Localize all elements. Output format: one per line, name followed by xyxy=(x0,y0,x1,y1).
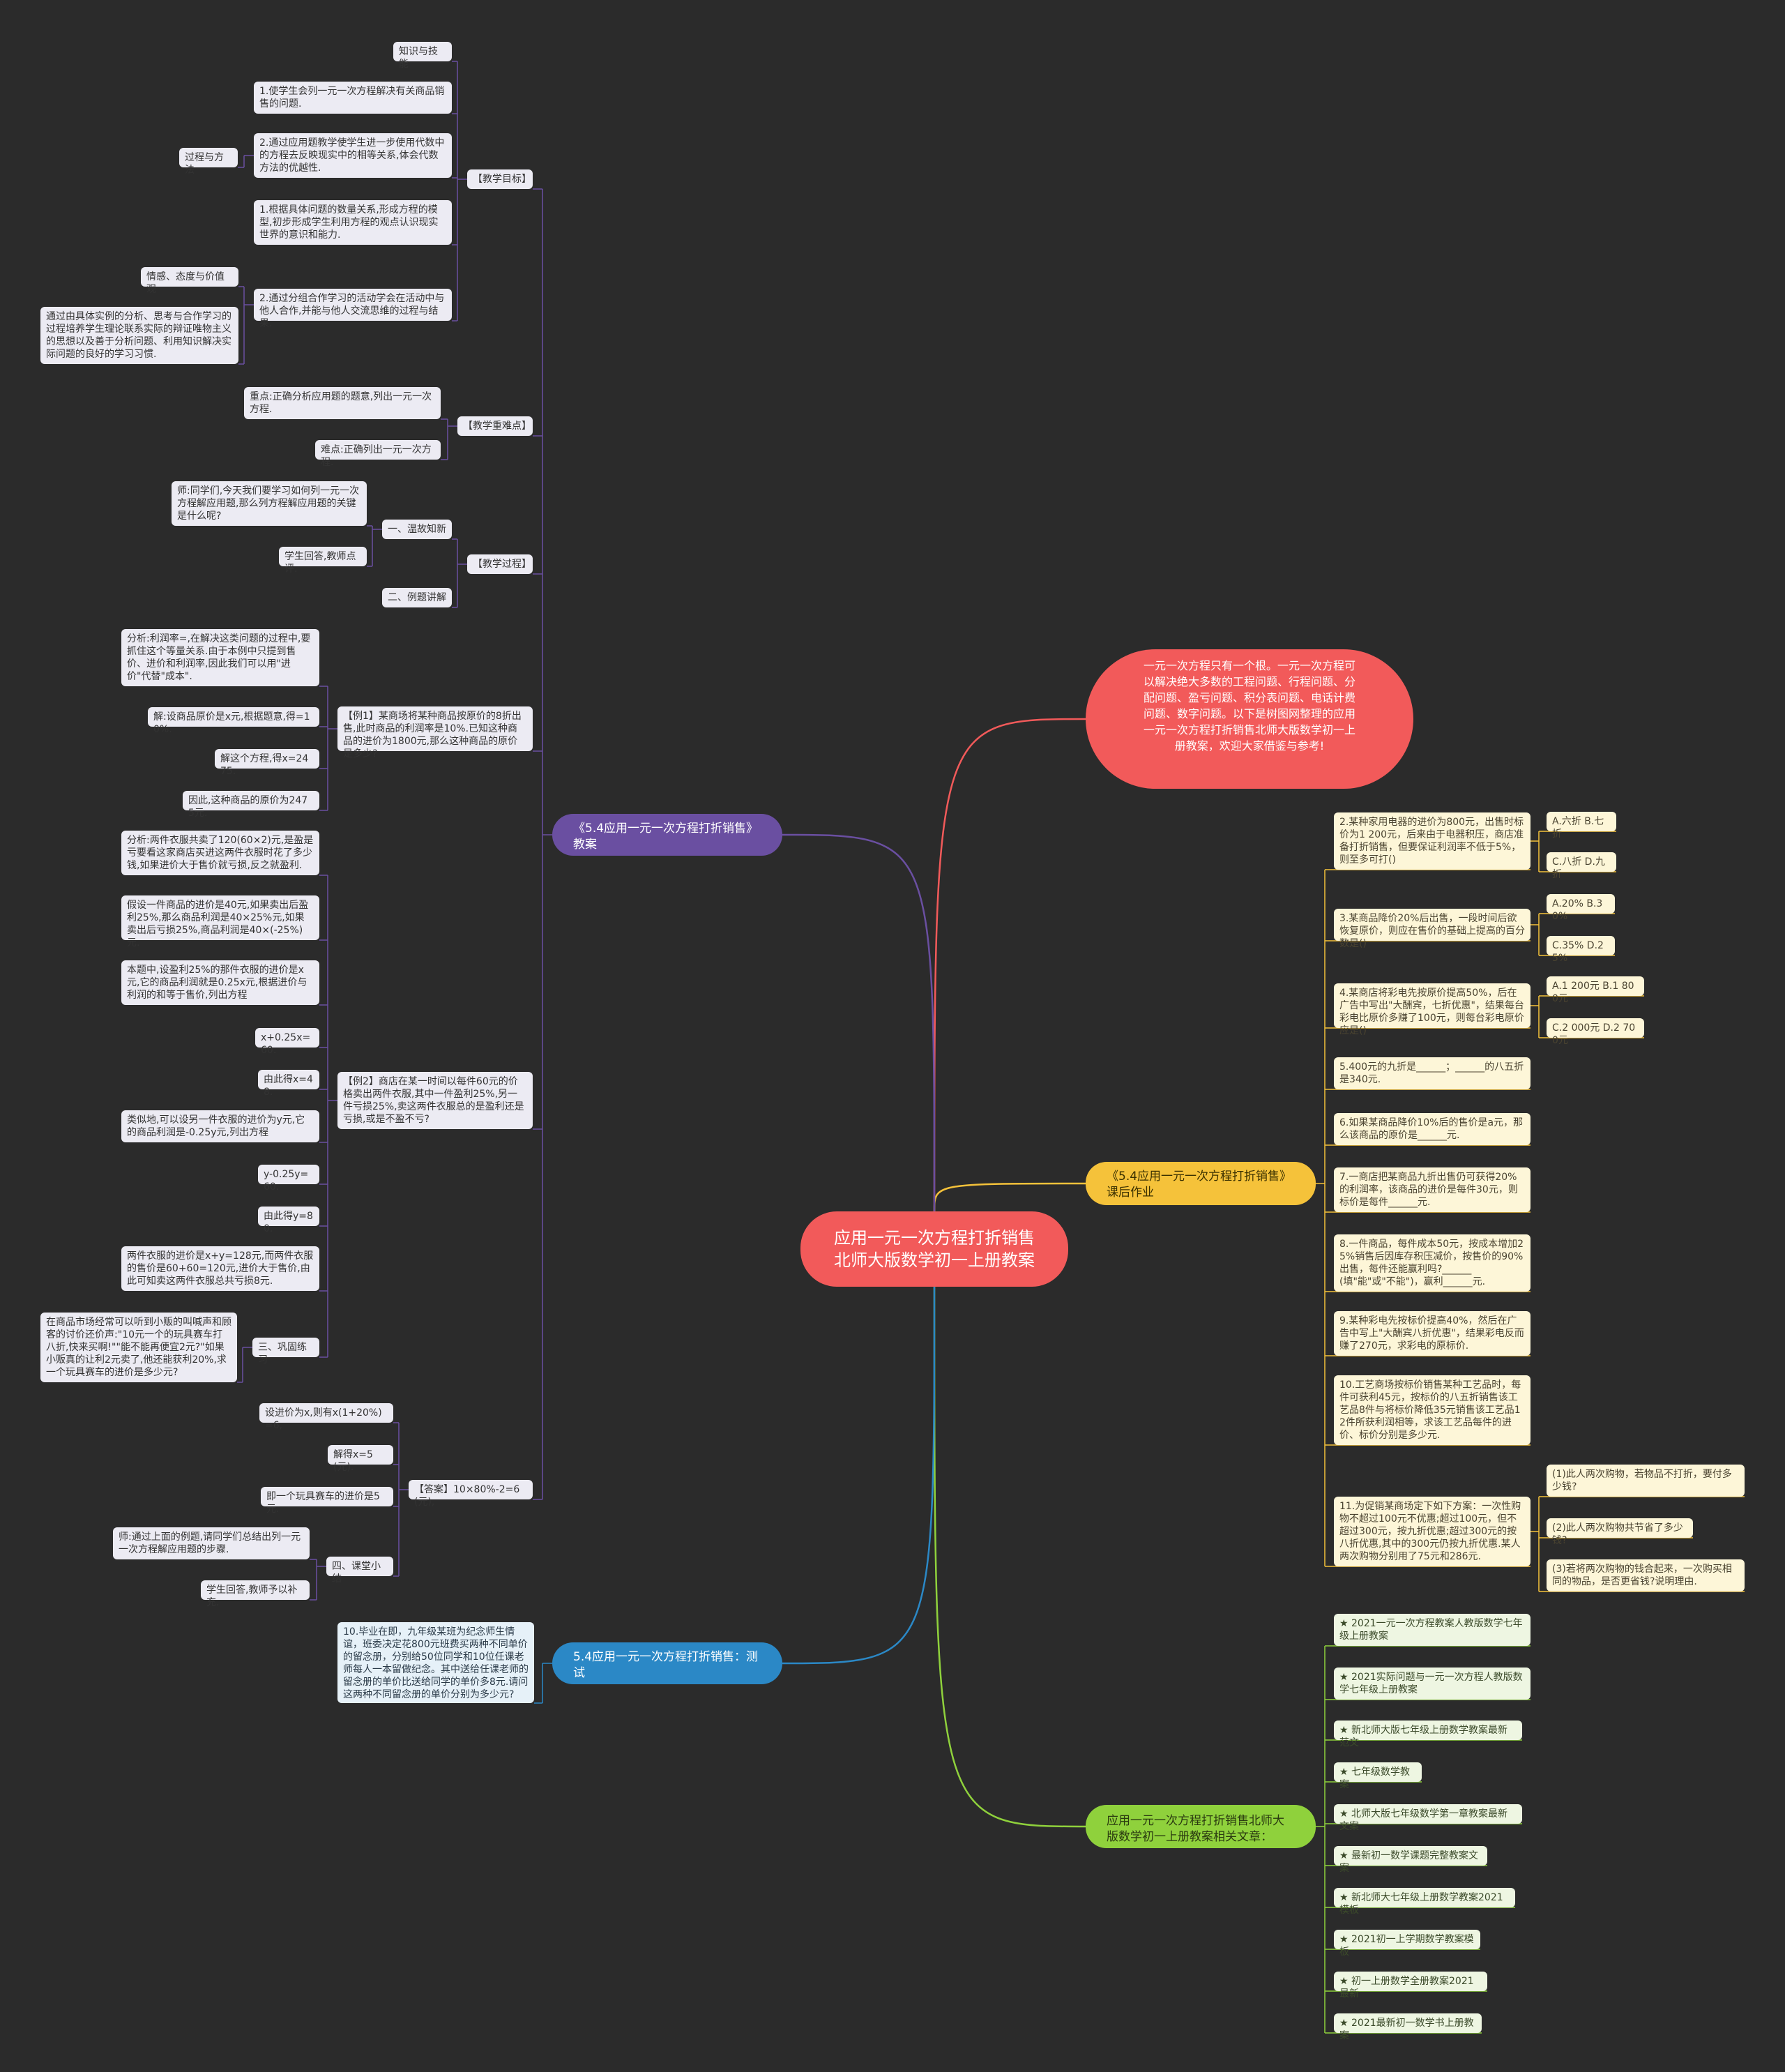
hw-question-2[interactable]: 2.某种家用电器的进价为800元，出售时标价为1 200元，后来由于电器积压，商… xyxy=(1334,812,1530,870)
hw-question-4[interactable]: 4.某商店将彩电先按原价提高50%，后在广告中写出"大酬宾，七折优惠"，结果每台… xyxy=(1334,983,1530,1036)
hw-q4-options-ab[interactable]: A.1 200元 B.1 800元 xyxy=(1547,976,1644,1004)
goal-process-1[interactable]: 2.通过应用题教学使学生进一步使用代数中的方程去反映现实中的相等关系,体会代数方… xyxy=(254,133,452,178)
ex2-analysis[interactable]: 分析:两件衣服共卖了120(60×2)元,是盈是亏要看这家商店买进这两件衣服时花… xyxy=(121,831,319,875)
hw-question-3[interactable]: 3.某商品降价20%后出售，一段时间后欲恢复原价，则应在售价的基础上提高的百分数… xyxy=(1334,909,1530,949)
section-key-points[interactable]: 【教学重难点】 xyxy=(457,416,533,436)
example-1-question[interactable]: 【例1】某商场将某种商品按原价的8折出售,此时商品的利润率是10%.已知这种商品… xyxy=(337,706,533,759)
hw-question-11[interactable]: 11.为促销某商场定下如下方案：一次性购物不超过100元不优惠;超过100元，但… xyxy=(1334,1497,1530,1566)
hw-q11-part-1[interactable]: (1)此人两次购物，若物品不打折，要付多少钱? xyxy=(1547,1465,1745,1497)
practice-label[interactable]: 三、巩固练习 xyxy=(252,1338,319,1366)
hw-question-5[interactable]: 5.400元的九折是______；______的八五折是340元. xyxy=(1334,1057,1530,1089)
branch-homework[interactable]: 《5.4应用一元一次方程打折销售》课后作业 xyxy=(1086,1162,1316,1205)
ex2-result-x[interactable]: 由此得x=48. xyxy=(258,1070,319,1098)
process-review[interactable]: 一、温故知新 xyxy=(382,520,452,539)
goal-process-method-label[interactable]: 过程与方法 xyxy=(179,148,238,176)
section-teaching-process[interactable]: 【教学过程】 xyxy=(467,554,533,574)
link-root-lesson xyxy=(782,833,936,1212)
root-topic[interactable]: 应用一元一次方程打折销售北师大版数学初一上册教案 xyxy=(800,1211,1068,1287)
hw-question-10[interactable]: 10.工艺商场按标价销售某种工艺品时，每件可获利45元，按标价的八五折销售该工艺… xyxy=(1334,1375,1530,1445)
related-article-9[interactable]: ★ 初一上册数学全册教案2021最新 xyxy=(1334,1972,1487,1999)
process-examples[interactable]: 二、例题讲解 xyxy=(382,588,452,607)
hw-q3-options-ab[interactable]: A.20% B.30% xyxy=(1547,894,1615,922)
ex2-equation-x[interactable]: x+0.25x=60. xyxy=(255,1028,319,1056)
ex1-analysis[interactable]: 分析:利润率=,在解决这类问题的过程中,要抓住这个等量关系.由于本例中只提到售价… xyxy=(121,629,319,686)
test-question-10[interactable]: 10.毕业在即，九年级某班为纪念师生情谊，班委决定花800元班费买两种不同单价的… xyxy=(337,1622,534,1703)
ex2-equation-setup[interactable]: 本题中,设盈利25%的那件衣服的进价是x元,它的商品利润就是0.25x元,根据进… xyxy=(121,960,319,1005)
goal-attitude-detail[interactable]: 通过由具体实例的分析、思考与合作学习的过程培养学生理论联系实际的辩证唯物主义的思… xyxy=(40,307,238,364)
ex2-equation-y[interactable]: y-0.25y=60. xyxy=(258,1165,319,1193)
ex1-result[interactable]: 因此,这种商品的原价为2475元. xyxy=(183,791,319,819)
link-root-test xyxy=(782,1286,936,1665)
process-review-students[interactable]: 学生回答,教师点评. xyxy=(279,547,367,575)
related-article-1[interactable]: ★ 2021一元一次方程教案人教版数学七年级上册教案 xyxy=(1334,1614,1530,1646)
goal-knowledge-skills-label[interactable]: 知识与技能 xyxy=(393,42,452,70)
hw-q11-part-3[interactable]: (3)若将两次购物的钱合起来，一次购买相同的物品，是否更省钱?说明理由. xyxy=(1547,1559,1745,1591)
related-article-2[interactable]: ★ 2021实际问题与一元一次方程人教版数学七年级上册教案 xyxy=(1334,1668,1530,1700)
hw-question-7[interactable]: 7.一商店把某商品九折出售仍可获得20%的利润率，该商品的进价是每件30元，则标… xyxy=(1334,1167,1530,1212)
answer-step-2[interactable]: 解得x=5(元). xyxy=(328,1445,393,1473)
goal-knowledge-1[interactable]: 1.使学生会列一元一次方程解决有关商品销售的问题. xyxy=(254,82,452,114)
answer-step-1[interactable]: 设进价为x,则有x(1+20%)=6, xyxy=(259,1403,393,1431)
goal-attitude-label[interactable]: 情感、态度与价值观 xyxy=(141,267,238,295)
goal-process-2[interactable]: 1.根据具体问题的数量关系,形成方程的模型,初步形成学生利用方程的观点认识现实世… xyxy=(254,200,452,245)
process-review-teacher[interactable]: 师:同学们,今天我们要学习如何列一元一次方程解应用题,那么列方程解应用题的关键是… xyxy=(172,481,367,526)
intro-node[interactable]: 一元一次方程只有一个根。一元一次方程可以解决绝大多数的工程问题、行程问题、分配问… xyxy=(1086,649,1413,789)
practice-question[interactable]: 在商品市场经常可以听到小贩的叫喊声和顾客的讨价还价声:"10元一个的玩具赛车打八… xyxy=(40,1313,237,1382)
key-focus[interactable]: 重点:正确分析应用题的题意,列出一元一次方程. xyxy=(244,387,441,419)
hw-q2-options-ab[interactable]: A.六折 B.七折 xyxy=(1547,812,1616,840)
hw-question-8[interactable]: 8.一件商品，每件成本50元，按成本增加25%销售后因库存积压减价，按售价的90… xyxy=(1334,1234,1530,1292)
answer-step-3[interactable]: 即一个玩具赛车的进价是5元. xyxy=(261,1487,393,1515)
hw-question-6[interactable]: 6.如果某商品降价10%后的售价是a元，那么该商品的原价是______元. xyxy=(1334,1113,1530,1145)
summary-students[interactable]: 学生回答,教师予以补充. xyxy=(201,1580,310,1608)
related-article-4[interactable]: ★ 七年级数学教案 xyxy=(1334,1762,1422,1790)
summary-label[interactable]: 四、课堂小结 xyxy=(326,1557,393,1585)
goal-attitude-1[interactable]: 2.通过分组合作学习的活动学会在活动中与他人合作,并能与他人交流思维的过程与结果… xyxy=(254,289,452,329)
related-article-10[interactable]: ★ 2021最新初一数学书上册教案 xyxy=(1334,2013,1482,2041)
ex2-result-y[interactable]: 由此得y=80. xyxy=(258,1207,319,1234)
ex2-assumption[interactable]: 假设一件商品的进价是40元,如果卖出后盈利25%,那么商品利润是40×25%元,… xyxy=(121,895,319,948)
branch-test[interactable]: 5.4应用一元一次方程打折销售：测试 xyxy=(552,1642,782,1684)
summary-teacher[interactable]: 师:通过上面的例题,请同学们总结出列一元一次方程解应用题的步骤. xyxy=(113,1527,310,1559)
branch-related-articles[interactable]: 应用一元一次方程打折销售北师大版数学初一上册教案相关文章： xyxy=(1086,1805,1316,1848)
section-teaching-goals[interactable]: 【教学目标】 xyxy=(467,169,533,189)
branch-lesson-plan[interactable]: 《5.4应用一元一次方程打折销售》教案 xyxy=(552,814,782,856)
related-article-8[interactable]: ★ 2021初一上学期数学教案模板 xyxy=(1334,1930,1480,1958)
ex2-second-item[interactable]: 类似地,可以设另一件衣服的进价为y元,它的商品利润是-0.25y元,列出方程 xyxy=(121,1110,319,1142)
ex2-conclusion[interactable]: 两件衣服的进价是x+y=128元,而两件衣服的售价是60+60=120元,进价大… xyxy=(121,1246,319,1291)
related-article-3[interactable]: ★ 新北师大版七年级上册数学教案最新范文 xyxy=(1334,1721,1522,1748)
ex1-solve[interactable]: 解这个方程,得x=2475. xyxy=(215,749,319,777)
link-root-homework xyxy=(933,1182,1086,1212)
hw-question-9[interactable]: 9.某种彩电先按标价提高40%，然后在广告中写上"大酬宾八折优惠"，结果彩电反而… xyxy=(1334,1311,1530,1356)
related-article-6[interactable]: ★ 最新初一数学课题完整教案文案 xyxy=(1334,1846,1487,1874)
link-root-intro xyxy=(933,718,1086,1212)
hw-q2-options-cd[interactable]: C.八折 D.九折 xyxy=(1547,852,1616,880)
hw-q3-options-cd[interactable]: C.35% D.25% xyxy=(1547,936,1615,964)
hw-q11-part-2[interactable]: (2)此人两次购物共节省了多少钱? xyxy=(1547,1518,1693,1546)
answer-label[interactable]: 【答案】10×80%-2=6(元), xyxy=(409,1480,533,1508)
example-2-question[interactable]: 【例2】商店在某一时间以每件60元的价格卖出两件衣服,其中一件盈利25%,另一件… xyxy=(337,1072,533,1129)
related-article-7[interactable]: ★ 新北师大七年级上册数学教案2021模板 xyxy=(1334,1888,1515,1916)
related-article-5[interactable]: ★ 北师大版七年级数学第一章教案最新文案 xyxy=(1334,1804,1522,1832)
hw-q4-options-cd[interactable]: C.2 000元 D.2 700元 xyxy=(1547,1018,1644,1046)
key-difficulty[interactable]: 难点:正确列出一元一次方程. xyxy=(315,440,441,468)
ex1-solution[interactable]: 解:设商品原价是x元,根据题意,得=10%. xyxy=(148,707,319,735)
link-root-related xyxy=(933,1286,1086,1828)
